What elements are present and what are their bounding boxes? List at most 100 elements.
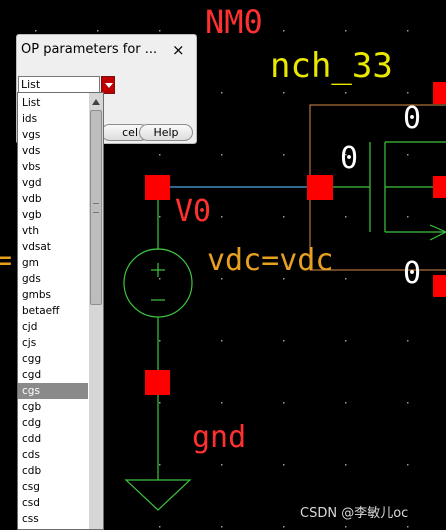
grid-dot: [283, 464, 285, 466]
grid-dot: [283, 526, 285, 528]
grid-dot: [159, 526, 161, 528]
grid-dot: [159, 30, 161, 32]
grid-dot: [97, 30, 99, 32]
nmos-symbol: [333, 141, 446, 241]
list-item-cgg[interactable]: cgg: [22, 353, 42, 365]
grip-icon: [93, 203, 99, 213]
grid-dot: [345, 464, 347, 466]
list-item-cdd[interactable]: cdd: [22, 433, 42, 445]
pin-source[interactable]: [433, 275, 446, 297]
terminal-label-drain: 0: [403, 101, 421, 136]
list-item-vbs[interactable]: vbs: [22, 161, 41, 173]
parameter-list[interactable]: List ids vgs vds vbs vgd vdb vgb vth vdsat gm gds gm…: [18, 95, 88, 527]
list-item-gmbs[interactable]: gmbs: [22, 289, 52, 301]
list-item-cjd[interactable]: cjd: [22, 321, 38, 333]
list-item-vds[interactable]: vds: [22, 145, 41, 157]
cell-name: nch_33: [270, 46, 393, 86]
grid-dot: [159, 278, 161, 280]
terminal-label-source: 0: [403, 256, 421, 291]
instance-name: NM0: [205, 3, 263, 41]
grid-dot: [221, 340, 223, 342]
list-item-cdg[interactable]: cdg: [22, 417, 42, 429]
list-item-vth[interactable]: vth: [22, 225, 39, 237]
grid-dot: [345, 92, 347, 94]
grid-dot: [35, 30, 37, 32]
list-item-vdsat[interactable]: vdsat: [22, 241, 51, 253]
grid-dot: [159, 340, 161, 342]
list-item-cdb[interactable]: cdb: [22, 465, 42, 477]
list-item-betaeff[interactable]: betaeff: [22, 305, 60, 317]
scrollbar-thumb[interactable]: [90, 110, 102, 305]
net-label: V0: [175, 194, 211, 229]
grid-dot: [345, 154, 347, 156]
grid-dot: [221, 154, 223, 156]
grid-dot: [407, 402, 409, 404]
list-item-csg[interactable]: csg: [22, 481, 40, 493]
list-item-cds[interactable]: cds: [22, 449, 40, 461]
grid-dot: [283, 402, 285, 404]
grid-dot: [407, 216, 409, 218]
grid-dot: [283, 30, 285, 32]
parameter-dropdown[interactable]: List ids vgs vds vbs vgd vdb vgb vth vdsat gm gds gm…: [17, 92, 104, 530]
grid-dot: [407, 30, 409, 32]
list-item-vgs[interactable]: vgs: [22, 129, 41, 141]
list-item-csd[interactable]: csd: [22, 497, 40, 509]
list-item-cgs[interactable]: cgs: [18, 383, 88, 399]
terminal-label-gate: 0: [340, 141, 358, 176]
help-button[interactable]: Help: [139, 124, 193, 141]
grid-dot: [159, 216, 161, 218]
watermark: CSDN @李敏儿oc: [300, 506, 409, 521]
grid-dot: [221, 216, 223, 218]
pin-drain[interactable]: [433, 82, 446, 104]
grid-dot: [221, 464, 223, 466]
dialog-title: OP parameters for ...: [21, 42, 158, 57]
grid-dot: [221, 278, 223, 280]
list-item-vgd[interactable]: vgd: [22, 177, 42, 189]
chevron-down-icon[interactable]: [101, 76, 115, 94]
grid-dot: [345, 278, 347, 280]
pin-gate[interactable]: [307, 175, 333, 200]
grid-dot: [407, 92, 409, 94]
list-item-ids[interactable]: ids: [22, 113, 38, 125]
grid-dot: [221, 30, 223, 32]
grid-dot: [345, 30, 347, 32]
list-item-cgb[interactable]: cgb: [22, 401, 42, 413]
grid-dot: [345, 526, 347, 528]
op-parameters-dialog: OP parameters for ... × List cel Help: [16, 34, 197, 144]
grid-dot: [221, 402, 223, 404]
list-item-vdb[interactable]: vdb: [22, 193, 42, 205]
list-item-List[interactable]: List: [22, 97, 41, 109]
pin-source-minus[interactable]: [145, 370, 170, 395]
pin-bulk[interactable]: [433, 176, 446, 198]
list-item-css[interactable]: css: [22, 513, 39, 525]
close-icon[interactable]: ×: [172, 41, 185, 59]
grid-dot: [221, 526, 223, 528]
grid-dot: [159, 402, 161, 404]
list-item-cgd[interactable]: cgd: [22, 369, 42, 381]
grid-dot: [407, 278, 409, 280]
grid-dot: [407, 464, 409, 466]
pin-source-plus[interactable]: [145, 175, 170, 200]
grid-dot: [159, 464, 161, 466]
grid-dot: [283, 92, 285, 94]
grid-dot: [345, 402, 347, 404]
grid-dot: [345, 340, 347, 342]
parameter-combo[interactable]: List: [18, 76, 100, 94]
vdc-source-symbol[interactable]: [123, 199, 193, 511]
offscreen-label-fragment: =: [0, 243, 12, 278]
grid-dot: [283, 216, 285, 218]
list-item-cjs[interactable]: cjs: [22, 337, 37, 349]
grid-dot: [407, 154, 409, 156]
list-item-gm[interactable]: gm: [22, 257, 39, 269]
grid-dot: [345, 216, 347, 218]
grid-dot: [407, 526, 409, 528]
grid-dot: [407, 340, 409, 342]
scroll-up-icon[interactable]: [89, 95, 103, 109]
grid-dot: [159, 154, 161, 156]
grid-dot: [283, 340, 285, 342]
list-item-gds[interactable]: gds: [22, 273, 41, 285]
list-item-vgb[interactable]: vgb: [22, 209, 42, 221]
grid-dot: [221, 92, 223, 94]
source-parameter: vdc=vdc: [207, 243, 333, 278]
